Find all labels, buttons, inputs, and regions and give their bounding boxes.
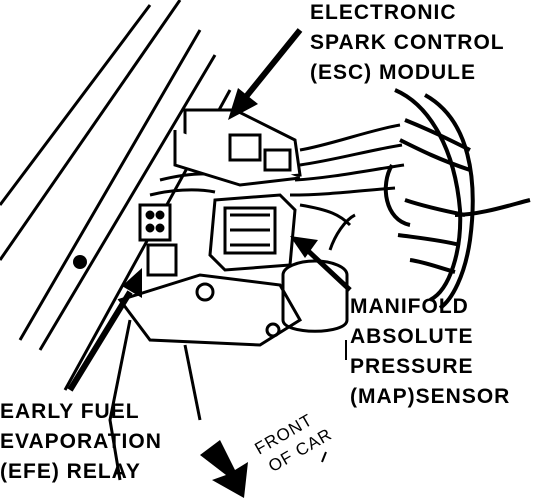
map-label-line-1: MANIFOLD bbox=[350, 295, 469, 318]
esc-module bbox=[173, 108, 302, 187]
esc-label-line-3: (ESC) MODULE bbox=[310, 61, 476, 84]
harness-wires bbox=[149, 123, 405, 227]
fender-bolt bbox=[73, 255, 87, 269]
front-tick bbox=[321, 451, 327, 463]
map-sensor-assembly bbox=[208, 193, 297, 272]
map-arrow bbox=[290, 236, 352, 292]
esc-label-line-1: ELECTRONIC bbox=[310, 1, 457, 24]
map-label: MANIFOLD ABSOLUTE PRESSURE (MAP)SENSOR bbox=[350, 295, 510, 408]
map-label-line-3: PRESSURE bbox=[350, 355, 474, 378]
efe-label: EARLY FUEL EVAPORATION (EFE) RELAY bbox=[0, 400, 162, 483]
esc-label: ELECTRONIC SPARK CONTROL (ESC) MODULE bbox=[310, 1, 505, 84]
efe-arrow bbox=[67, 268, 142, 392]
efe-label-line-1: EARLY FUEL bbox=[0, 400, 140, 423]
wiring-harness bbox=[383, 88, 531, 310]
efe-label-line-3: (EFE) RELAY bbox=[0, 460, 141, 483]
front-of-car-label: FRONT OF CAR bbox=[252, 410, 336, 476]
mounting-bracket bbox=[108, 273, 303, 481]
efe-label-line-2: EVAPORATION bbox=[0, 430, 162, 453]
fender-rails bbox=[0, 0, 232, 391]
map-label-line-2: ABSOLUTE bbox=[350, 325, 474, 348]
front-of-car-arrow bbox=[200, 440, 248, 498]
esc-arrow bbox=[228, 28, 303, 120]
map-label-line-4: (MAP)SENSOR bbox=[350, 385, 510, 408]
efe-relay bbox=[138, 203, 178, 277]
esc-label-line-2: SPARK CONTROL bbox=[310, 31, 505, 54]
